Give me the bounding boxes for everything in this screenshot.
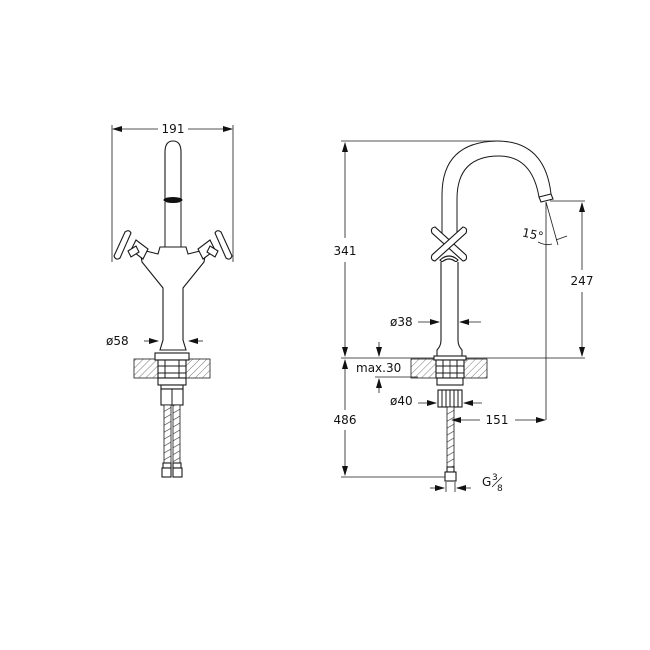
- label-thread-numerator: 3: [492, 473, 498, 483]
- front-hoses: [161, 404, 183, 478]
- side-view: 341 15° 247: [334, 140, 594, 494]
- side-gooseneck-spout: [441, 140, 554, 240]
- label-spout-angle: 15°: [521, 226, 545, 244]
- side-hose: [444, 406, 457, 482]
- label-overall-height: 341: [334, 244, 357, 258]
- dim-body-diameter: ø38: [390, 315, 481, 329]
- label-spout-reach: 151: [486, 413, 509, 427]
- front-spout: [163, 140, 183, 247]
- right-cross-handle: [197, 230, 233, 260]
- dim-spout-angle: 15°: [521, 201, 568, 420]
- label-thread-prefix: G: [482, 475, 491, 489]
- dim-counter-thickness: max.30: [356, 342, 418, 393]
- front-mounting-block: [154, 352, 190, 406]
- dim-overall-height: 341: [334, 140, 585, 359]
- label-counter-thickness: max.30: [356, 361, 401, 375]
- dim-connection-thread: G 3 8: [430, 473, 503, 494]
- side-mounting-block: [433, 355, 467, 408]
- label-spout-outlet-height: 247: [571, 274, 594, 288]
- dim-hose-length: 486: [334, 359, 445, 478]
- front-view: 191: [106, 122, 234, 478]
- dim-base-diameter: ø58: [106, 334, 203, 348]
- dim-nut-diameter: ø40: [390, 394, 482, 408]
- front-body: [113, 230, 233, 351]
- side-body: [436, 262, 463, 357]
- dim-overall-width: 191: [111, 122, 234, 262]
- left-cross-handle: [113, 230, 149, 260]
- label-base-diameter: ø58: [106, 334, 129, 348]
- label-body-diameter: ø38: [390, 315, 413, 329]
- dim-spout-outlet-height: 247: [550, 200, 594, 357]
- label-thread-denominator: 8: [497, 484, 503, 494]
- dim-spout-reach: 151: [451, 413, 546, 427]
- label-overall-width: 191: [162, 122, 185, 136]
- side-cross-handle: [430, 226, 468, 263]
- label-nut-diameter: ø40: [390, 394, 413, 408]
- label-hose-length: 486: [334, 413, 357, 427]
